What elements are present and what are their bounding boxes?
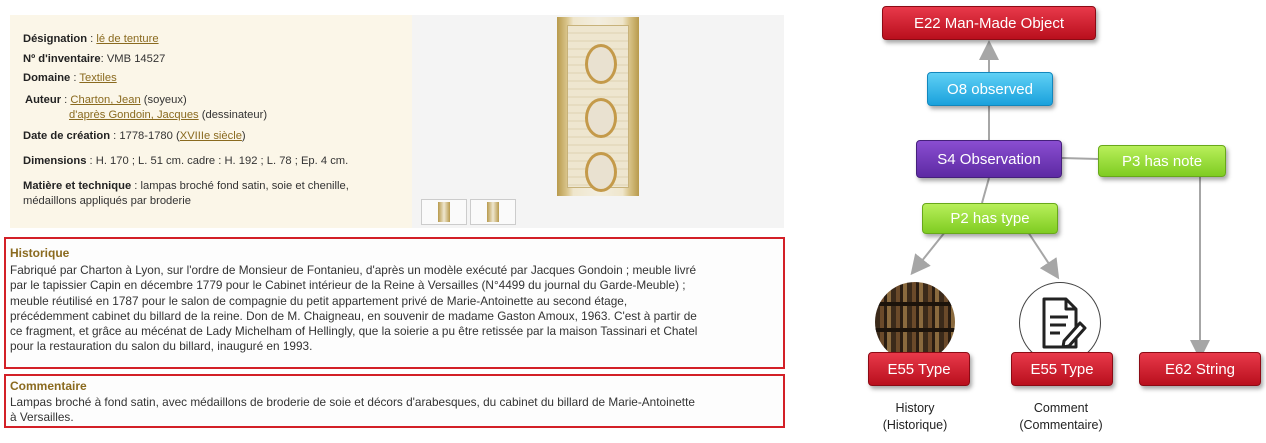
domain-label: Domaine — [23, 72, 71, 84]
author-label: Auteur — [25, 94, 62, 106]
node-e55-history[interactable]: E55 Type — [868, 352, 970, 386]
material-label: Matière et technique — [23, 180, 132, 192]
commentaire-line: Lampas broché à fond satin, avec médaill… — [10, 395, 695, 409]
thumbnail-image — [438, 202, 450, 222]
material-row-2: médaillons appliqués par broderie — [23, 194, 191, 209]
node-p2[interactable]: P2 has type — [922, 203, 1058, 234]
edge-p2-comment — [1027, 231, 1060, 280]
caption-history-line1: History — [895, 401, 935, 415]
commentaire-line: à Versailles. — [10, 410, 74, 425]
thumbnail-2[interactable] — [470, 199, 516, 225]
historique-text: Fabriqué par Charton à Lyon, sur l'ordre… — [10, 263, 775, 355]
dimensions-label: Dimensions — [23, 155, 87, 167]
shelf — [875, 302, 955, 306]
domain-link[interactable]: Textiles — [79, 72, 117, 84]
caption-comment: Comment (Commentaire) — [1006, 400, 1116, 434]
author2-role: (dessinateur) — [201, 109, 268, 121]
inventory-row: Nº d'inventaire: VMB 14527 — [23, 53, 166, 65]
node-o8[interactable]: O8 observed — [927, 72, 1053, 106]
inventory-value: VMB 14527 — [106, 53, 166, 65]
historique-line: pour la restauration du salon du billard… — [10, 339, 313, 354]
date-row: Date de création : 1778-1780 (XVIIIe siè… — [23, 130, 246, 142]
medallion — [585, 44, 617, 84]
artwork-field — [567, 25, 629, 192]
designation-row: Désignation : lé de tenture — [23, 33, 159, 45]
caption-comment-line2: (Commentaire) — [1019, 418, 1103, 432]
material-value-2: médaillons appliqués par broderie — [23, 195, 191, 207]
domain-row: Domaine : Textiles — [23, 72, 117, 84]
shelf — [875, 328, 955, 332]
historique-line: précédemment cabinet du billard de la re… — [10, 308, 697, 323]
record-panel: Désignation : lé de tenture Nº d'inventa… — [10, 15, 412, 228]
edge-s4-p2 — [981, 177, 990, 204]
node-p3[interactable]: P3 has note — [1098, 145, 1226, 177]
historique-line: meuble réutilisé en 1787 pour le salon d… — [10, 293, 628, 308]
commentaire-heading: Commentaire — [10, 379, 87, 393]
author2-link[interactable]: d'après Gondoin, Jacques — [69, 109, 199, 121]
author1-link[interactable]: Charton, Jean — [70, 94, 141, 106]
author1-role: (soyeux) — [143, 94, 187, 106]
medallion — [585, 152, 617, 192]
historique-heading: Historique — [10, 246, 70, 260]
historique-line: Fabriqué par Charton à Lyon, sur l'ordre… — [10, 263, 697, 277]
node-e22[interactable]: E22 Man-Made Object — [882, 6, 1096, 40]
edge-p2-history — [910, 231, 946, 276]
historique-box: Historique Fabriqué par Charton à Lyon, … — [4, 237, 785, 369]
designation-link[interactable]: lé de tenture — [96, 33, 159, 45]
document-pen-icon — [1019, 282, 1101, 364]
node-e62[interactable]: E62 String — [1139, 352, 1261, 386]
dimensions-value: H. 170 ; L. 51 cm. cadre : H. 192 ; L. 7… — [95, 155, 349, 167]
books-icon — [875, 282, 955, 362]
material-value: lampas broché fond satin, soie et chenil… — [140, 180, 349, 192]
caption-history-line2: (Historique) — [882, 418, 948, 432]
author2-row: d'après Gondoin, Jacques (dessinateur) — [69, 108, 267, 123]
node-s4[interactable]: S4 Observation — [916, 140, 1062, 178]
designation-label: Désignation — [23, 33, 88, 45]
commentaire-box: Commentaire Lampas broché à fond satin, … — [4, 374, 785, 428]
medallion — [585, 98, 617, 138]
commentaire-text: Lampas broché à fond satin, avec médaill… — [10, 395, 775, 426]
thumbnail-image — [487, 202, 499, 222]
historique-line: ce fragment, et grâce au mécénat de Lady… — [10, 324, 698, 339]
century-link[interactable]: XVIIIe siècle — [179, 130, 242, 142]
thumbnail-1[interactable] — [421, 199, 467, 225]
caption-history: History (Historique) — [860, 400, 970, 434]
historique-line: par le tapissier Capin en décembre 1779 … — [10, 278, 686, 293]
caption-comment-line1: Comment — [1033, 401, 1089, 415]
material-row: Matière et technique : lampas broché fon… — [23, 180, 349, 192]
node-e55-comment[interactable]: E55 Type — [1011, 352, 1113, 386]
author-row: Auteur : Charton, Jean (soyeux) — [25, 94, 187, 106]
artwork-image[interactable] — [557, 17, 639, 196]
date-label: Date de création — [23, 130, 111, 142]
inventory-label: Nº d'inventaire — [23, 53, 101, 65]
edge-s4-p3 — [1061, 157, 1099, 160]
dimensions-row: Dimensions : H. 170 ; L. 51 cm. cadre : … — [23, 155, 349, 167]
date-value: 1778-1780 — [119, 130, 173, 142]
